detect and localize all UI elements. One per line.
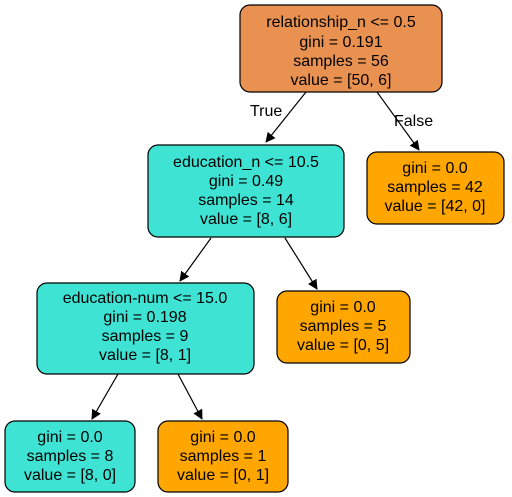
- node-line: samples = 9: [102, 328, 189, 345]
- node-line: education-num <= 15.0: [63, 290, 228, 307]
- node-box: [157, 420, 289, 493]
- node-line: relationship_n <= 0.5: [266, 14, 416, 31]
- node-line: gini = 0.0: [402, 160, 467, 177]
- edge-n0-n1: [265, 91, 307, 143]
- node-line: gini = 0.0: [190, 429, 255, 446]
- node-line: samples = 5: [300, 318, 387, 335]
- node-line: samples = 42: [387, 179, 483, 196]
- tree-node-root: relationship_n <= 0.5 gini = 0.191 sampl…: [239, 4, 443, 93]
- node-line: value = [0, 1]: [177, 467, 269, 484]
- node-line: value = [8, 1]: [99, 347, 191, 364]
- node-box: [366, 151, 505, 225]
- node-line: value = [0, 5]: [297, 337, 389, 354]
- edge-n3-n5: [91, 373, 119, 420]
- tree-node-education-n: education_n <= 10.5 gini = 0.49 samples …: [147, 144, 345, 238]
- node-box: [276, 290, 411, 364]
- tree-node-leaf-5: gini = 0.0 samples = 5 value = [0, 5]: [276, 290, 411, 364]
- node-line: value = [8, 6]: [200, 211, 292, 228]
- node-box: [36, 282, 255, 375]
- node-line: education_n <= 10.5: [173, 154, 319, 171]
- node-line: gini = 0.198: [103, 309, 186, 326]
- node-line: samples = 8: [27, 448, 114, 465]
- tree-node-education-num: education-num <= 15.0 gini = 0.198 sampl…: [36, 282, 255, 375]
- node-line: samples = 56: [293, 53, 389, 70]
- edge-n3-n6: [177, 373, 203, 420]
- node-line: value = [42, 0]: [385, 198, 486, 215]
- edges: [91, 91, 420, 420]
- node-line: gini = 0.0: [310, 299, 375, 316]
- tree-node-leaf-1: gini = 0.0 samples = 1 value = [0, 1]: [157, 420, 289, 493]
- node-box: [147, 144, 345, 238]
- edge-label-false: False: [394, 113, 433, 130]
- tree-node-leaf-42: gini = 0.0 samples = 42 value = [42, 0]: [366, 151, 505, 225]
- tree-node-leaf-8: gini = 0.0 samples = 8 value = [8, 0]: [4, 420, 136, 493]
- node-line: samples = 14: [198, 192, 294, 209]
- node-box: [4, 420, 136, 493]
- node-line: value = [8, 0]: [24, 467, 116, 484]
- edge-n1-n4: [284, 237, 318, 290]
- node-box: [239, 4, 443, 93]
- edge-n1-n3: [179, 237, 212, 282]
- node-line: gini = 0.49: [209, 173, 283, 190]
- node-line: value = [50, 6]: [291, 72, 392, 89]
- node-line: gini = 0.191: [299, 34, 382, 51]
- node-line: gini = 0.0: [37, 429, 102, 446]
- edge-label-true: True: [250, 103, 282, 120]
- edge-n0-n2: [376, 91, 420, 151]
- node-line: samples = 1: [180, 448, 267, 465]
